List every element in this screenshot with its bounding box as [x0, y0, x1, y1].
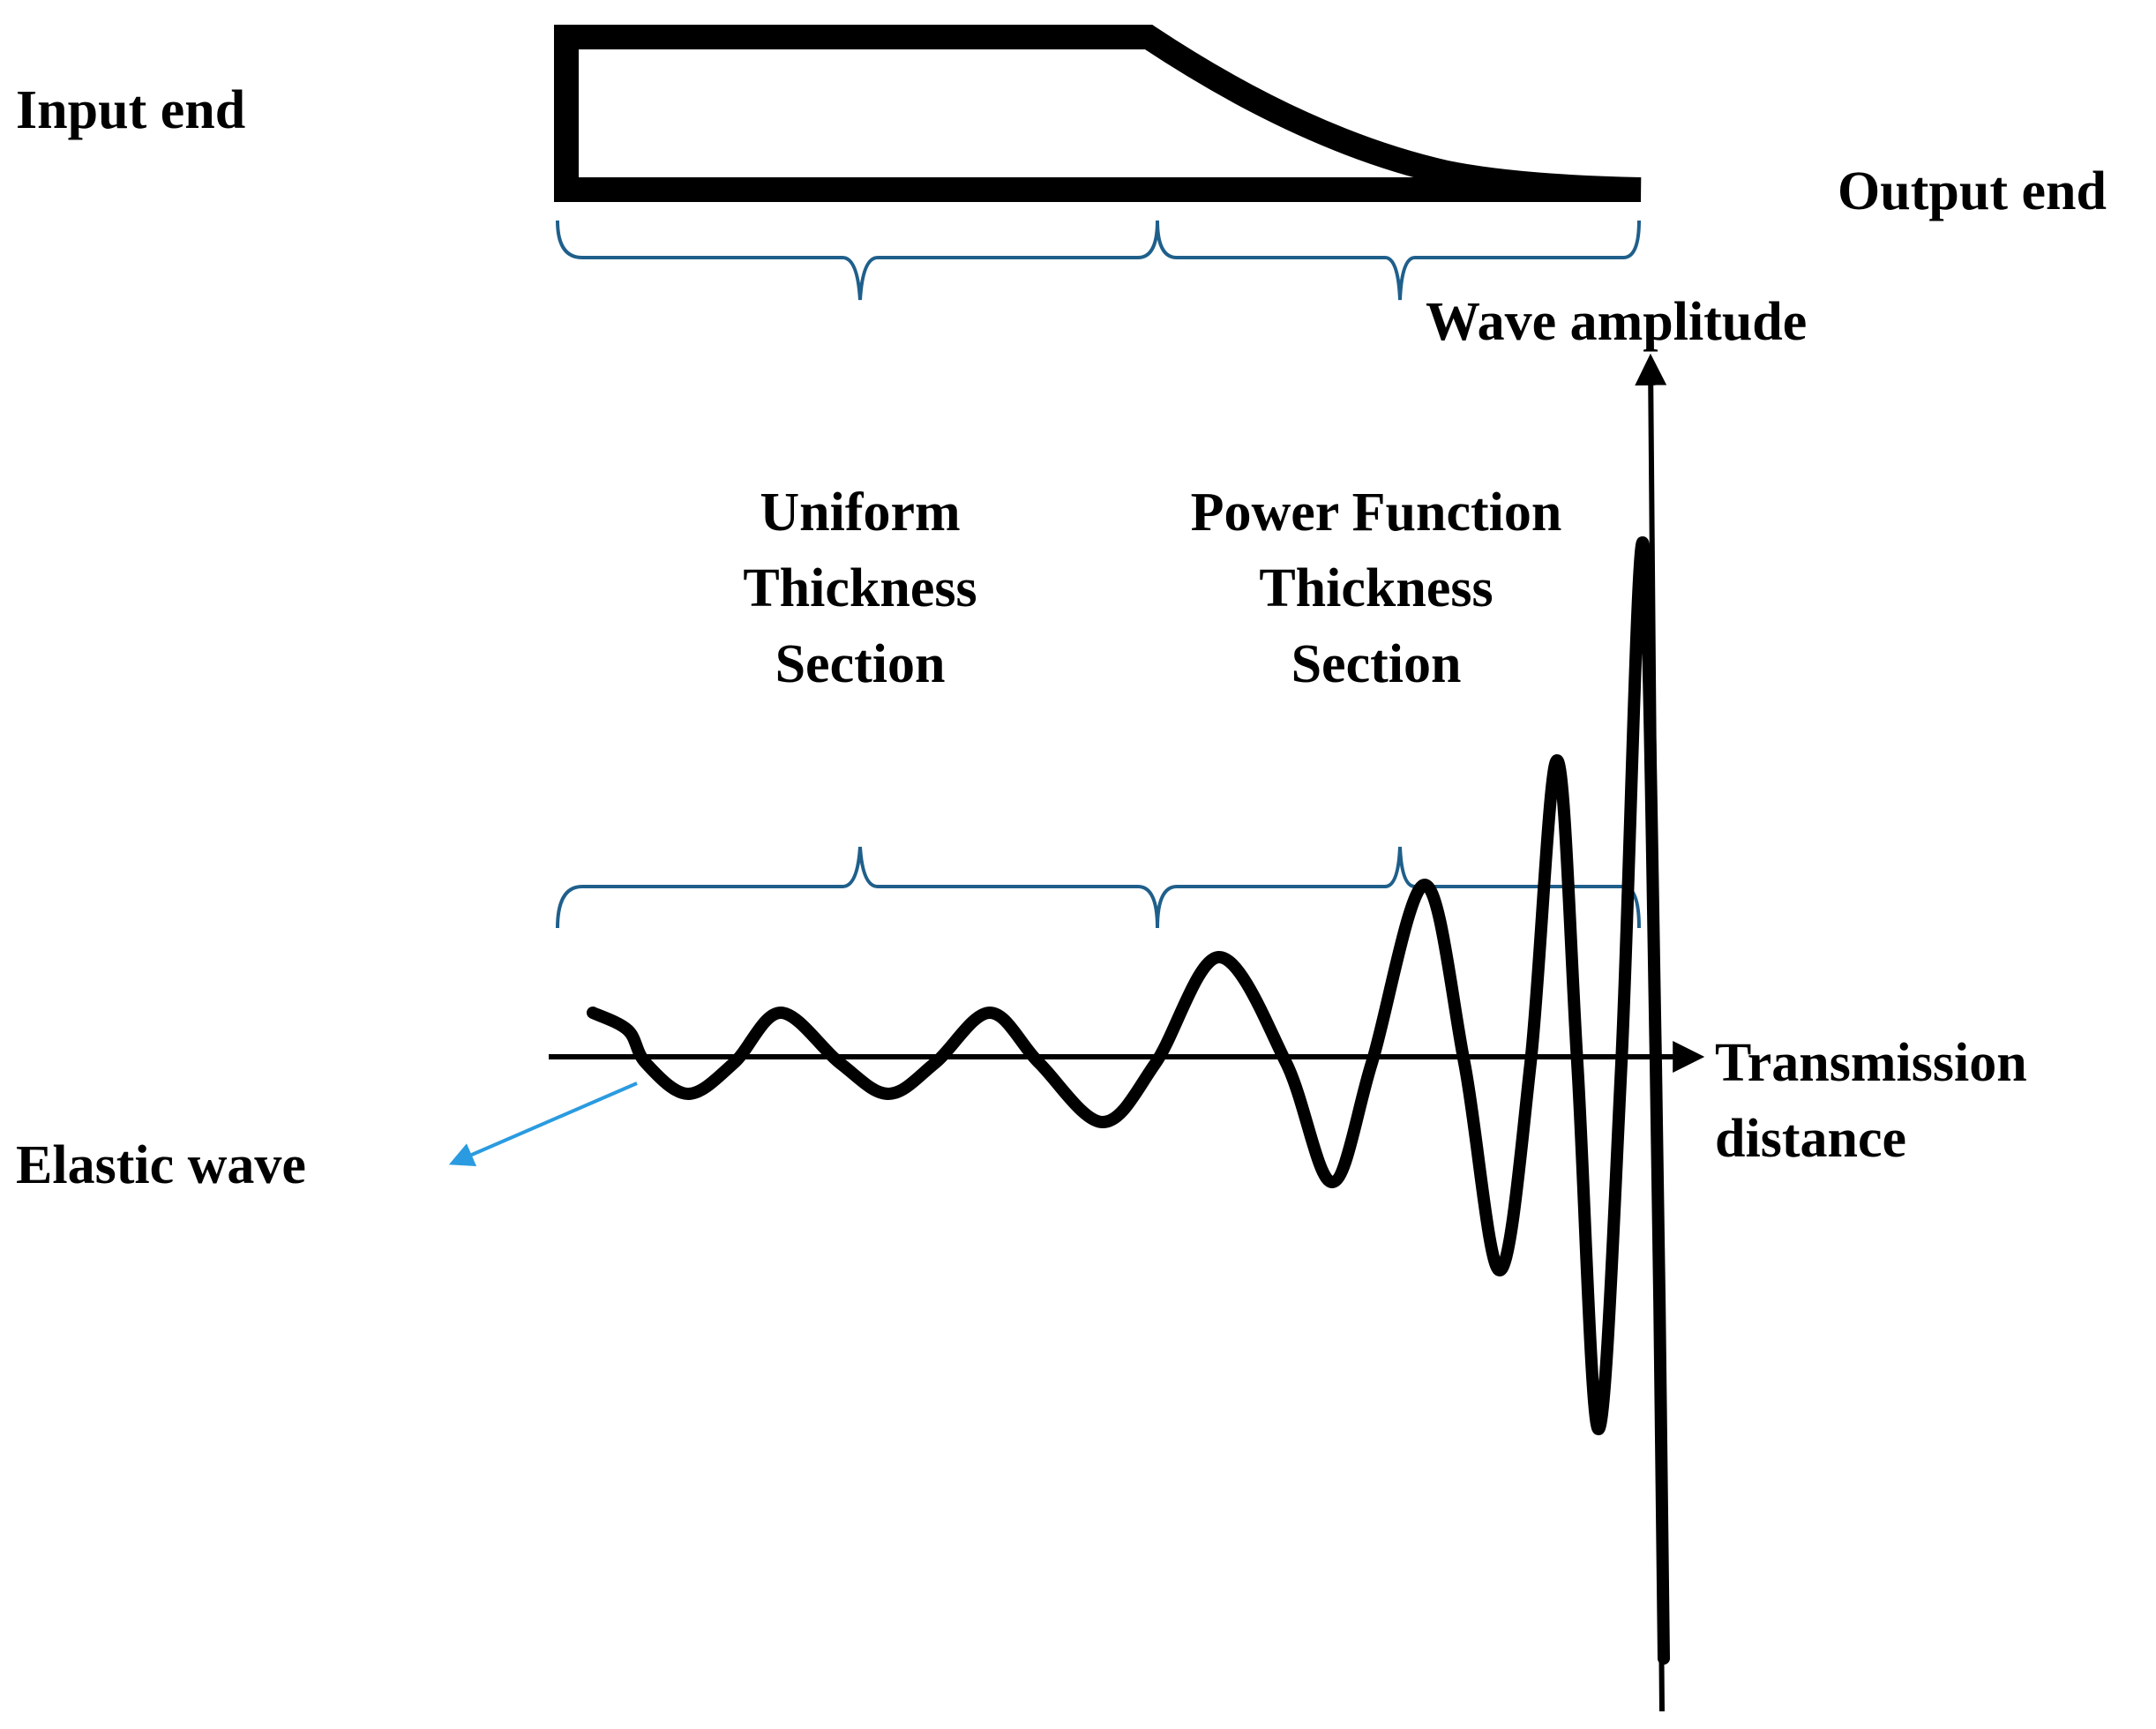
input-end-label: Input end: [16, 80, 246, 140]
power-section-label: Power Function Thickness Section: [1138, 475, 1614, 702]
elastic-wave-pointer-arrow: [448, 1082, 638, 1166]
top-brace-uniform: [556, 220, 1159, 301]
transmission-distance-line-1: Transmission: [1715, 1033, 2027, 1093]
transmission-distance-label: Transmission distance: [1715, 1025, 2027, 1177]
power-section-line-2: Thickness: [1259, 558, 1493, 618]
uniform-section-line-3: Section: [775, 634, 946, 694]
uniform-section-label: Uniform Thickness Section: [684, 475, 1037, 702]
uniform-section-line-2: Thickness: [743, 558, 977, 618]
wave-amplitude-label: Wave amplitude: [1426, 292, 1808, 352]
elastic-wave-curve: [587, 536, 1670, 1665]
horn-profile: [554, 25, 1642, 202]
elastic-wave-label: Elastic wave: [16, 1135, 306, 1195]
power-section-line-3: Section: [1291, 634, 1462, 694]
top-brace-power: [1156, 220, 1641, 301]
power-section-line-1: Power Function: [1190, 483, 1562, 543]
uniform-section-line-1: Uniform: [760, 483, 961, 543]
output-end-label: Output end: [1838, 161, 2107, 221]
bottom-brace-uniform: [556, 846, 1159, 929]
transmission-distance-line-2: distance: [1715, 1109, 1906, 1169]
